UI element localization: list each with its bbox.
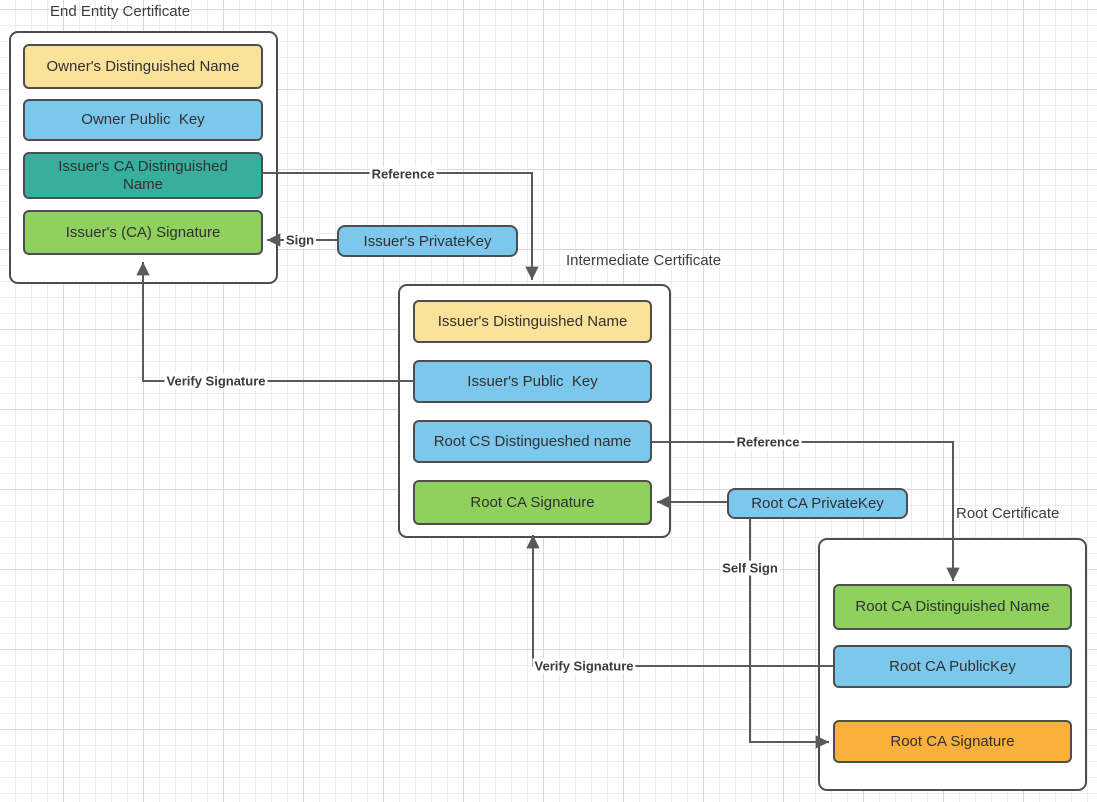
issuers-ca-signature-box: Issuer's (CA) Signature xyxy=(23,210,263,255)
edge-label-self-sign: Self Sign xyxy=(720,560,780,576)
issuers-distinguished-name-box: Issuer's Distinguished Name xyxy=(413,300,652,343)
root-ca-publickey-box: Root CA PublicKey xyxy=(833,645,1072,688)
edge-label-verify-signature-2: Verify Signature xyxy=(532,658,636,674)
edge-label-reference-2: Reference xyxy=(734,434,802,450)
edge-label-verify-signature-1: Verify Signature xyxy=(164,373,268,389)
edge-verify-signature-root-to-intermediate xyxy=(526,535,833,667)
owners-distinguished-name-box: Owner's Distinguished Name xyxy=(23,44,263,89)
root-ca-privatekey-box: Root CA PrivateKey xyxy=(727,488,908,519)
root-certificate-title: Root Certificate xyxy=(956,505,1060,522)
field-label: Issuer's Public Key xyxy=(467,372,598,390)
owner-public-key-box: Owner Public Key xyxy=(23,99,263,141)
issuers-privatekey-box: Issuer's PrivateKey xyxy=(337,225,518,257)
field-label: Issuer's (CA) Signature xyxy=(65,223,221,241)
issuers-public-key-box: Issuer's Public Key xyxy=(413,360,652,403)
root-ca-signature-orange-box: Root CA Signature xyxy=(833,720,1072,763)
end-entity-certificate-title: End Entity Certificate xyxy=(50,3,191,20)
field-label: Owner's Distinguished Name xyxy=(46,57,240,75)
field-label: Root CA Signature xyxy=(890,732,1015,750)
field-label: Issuer's Distinguished Name xyxy=(437,312,628,330)
root-ca-distinguished-name-box: Root CA Distinguished Name xyxy=(833,584,1072,630)
root-cs-distingueshed-name-box: Root CS Distingueshed name xyxy=(413,420,652,463)
field-label: Root CA PublicKey xyxy=(889,657,1016,675)
field-label: Root CA PrivateKey xyxy=(751,495,884,512)
intermediate-certificate-title: Intermediate Certificate xyxy=(566,252,722,269)
edge-label-sign: Sign xyxy=(283,232,317,248)
edge-label-reference-1: Reference xyxy=(369,166,437,182)
field-label: Root CS Distingueshed name xyxy=(433,432,632,450)
field-label: Root CA Signature xyxy=(470,493,595,511)
field-label: Issuer's CA Distinguished Name xyxy=(58,158,232,193)
field-label: Owner Public Key xyxy=(81,111,205,129)
field-label: Issuer's PrivateKey xyxy=(363,232,492,250)
root-ca-signature-box: Root CA Signature xyxy=(413,480,652,525)
field-label: Root CA Distinguished Name xyxy=(855,598,1050,616)
issuers-ca-distinguished-name-box: Issuer's CA Distinguished Name xyxy=(23,152,263,199)
